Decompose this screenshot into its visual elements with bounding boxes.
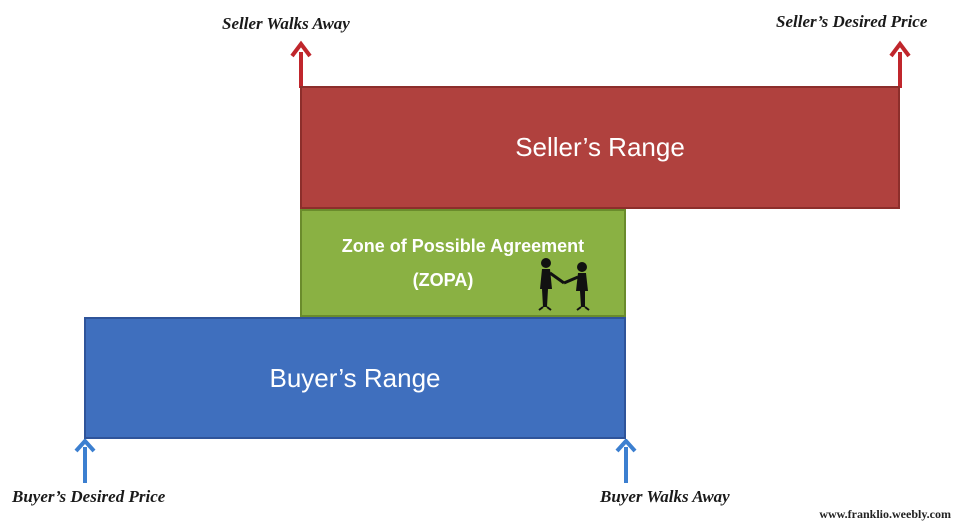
seller-walks-away-label: Seller Walks Away — [222, 14, 350, 33]
seller-desired-price-label: Seller’s Desired Price — [776, 12, 928, 31]
buyer-range-bar: Buyer’s Range — [84, 317, 626, 439]
handshake-icon — [538, 258, 590, 311]
zopa-box: Zone of Possible Agreement (ZOPA) — [300, 209, 626, 317]
seller-desired-price-arrow-icon — [889, 40, 911, 88]
watermark-text: www.franklio.weebly.com — [819, 507, 951, 521]
seller-walks-away-arrow-icon — [290, 40, 312, 88]
seller-range-label: Seller’s Range — [515, 132, 685, 162]
zopa-acronym: (ZOPA) — [412, 270, 474, 290]
buyer-walks-away-arrow-icon — [615, 439, 637, 483]
buyer-range-label: Buyer’s Range — [269, 362, 441, 393]
buyer-walks-away-label: Buyer Walks Away — [600, 487, 730, 506]
seller-range-bar: Seller’s Range — [300, 86, 900, 209]
zopa-title: Zone of Possible Agreement — [341, 235, 585, 256]
buyer-desired-price-label: Buyer’s Desired Price — [12, 487, 166, 506]
buyer-desired-price-arrow-icon — [74, 439, 96, 483]
